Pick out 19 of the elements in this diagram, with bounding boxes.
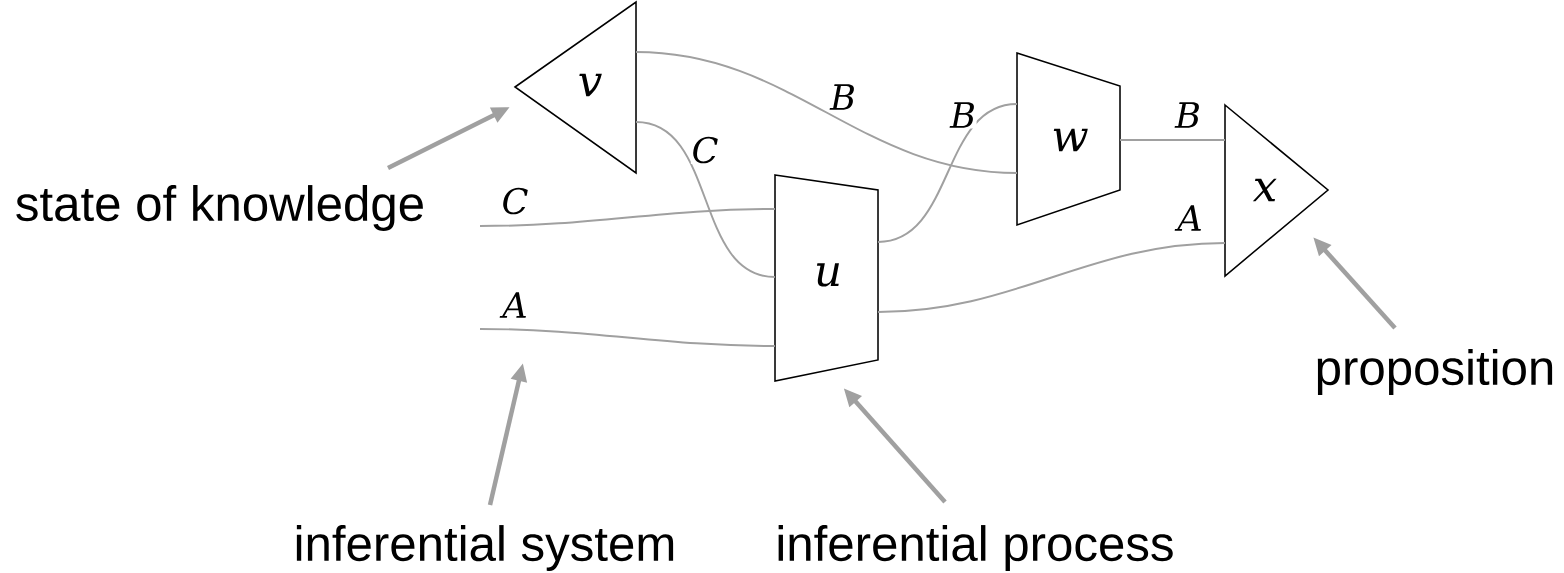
wire <box>877 242 1226 313</box>
wire <box>1119 139 1226 141</box>
wire-label: B <box>829 83 857 111</box>
wire-label: C <box>690 136 720 164</box>
annotation-text: proposition <box>1317 349 1553 395</box>
wire-label: B <box>949 101 977 129</box>
wire-label: C <box>500 187 530 215</box>
wire <box>479 328 776 347</box>
wire <box>877 103 1018 243</box>
annotation-text: state of knowledge <box>16 185 423 231</box>
annotation-text: inferential system <box>296 525 674 571</box>
wire <box>635 51 1018 174</box>
annotation-text: inferential process <box>778 525 1173 571</box>
wire <box>635 121 776 278</box>
wire <box>479 208 776 227</box>
wire-label: A <box>499 291 529 319</box>
wire-label: A <box>1174 204 1204 232</box>
trapezoid-node: u <box>774 174 879 382</box>
wire-label: B <box>1174 101 1202 129</box>
